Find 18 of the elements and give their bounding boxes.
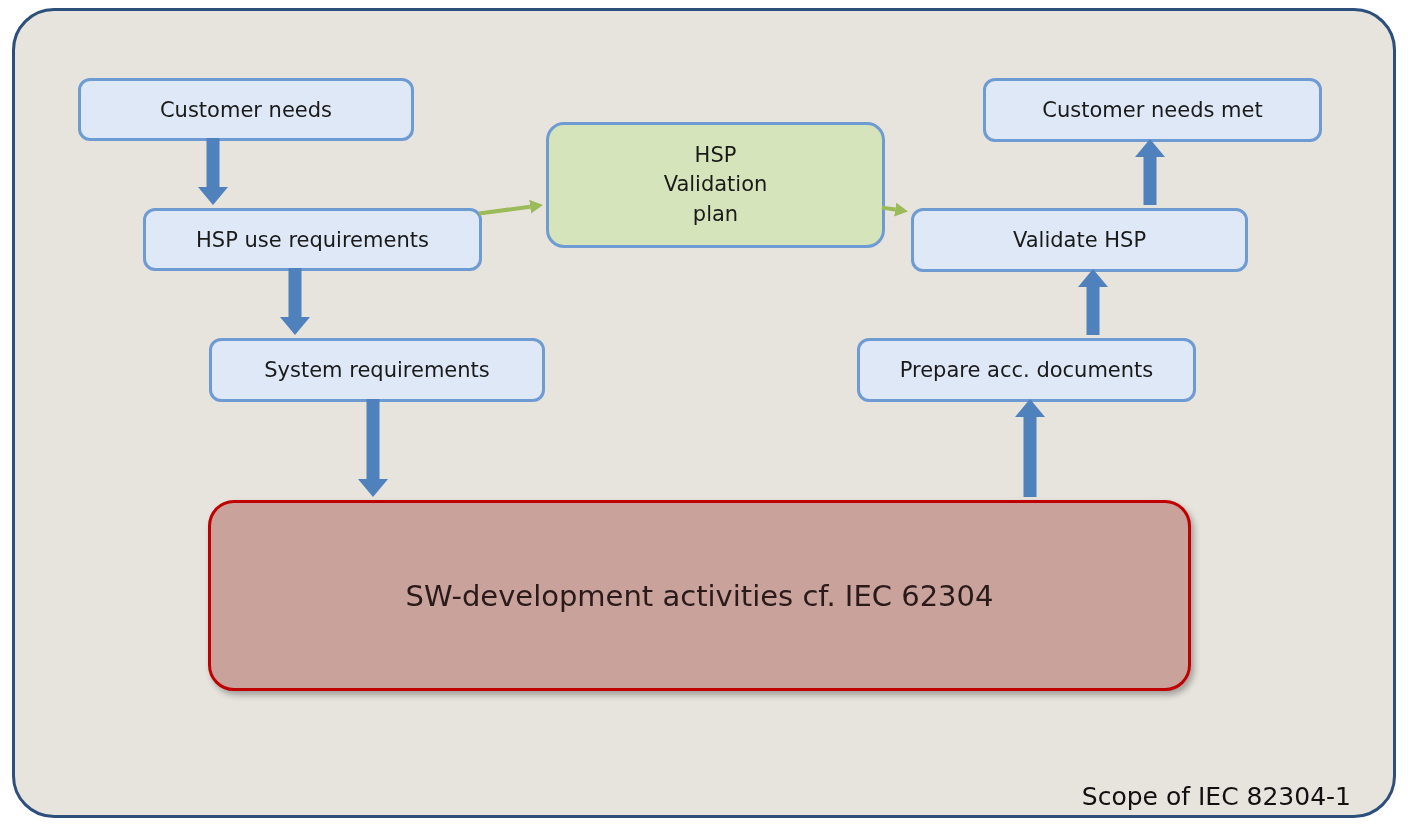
arrow — [478, 199, 543, 216]
arrow — [198, 138, 228, 205]
scope-label: Scope of IEC 82304-1 — [1081, 782, 1351, 811]
arrow — [1135, 139, 1165, 205]
process-box: Customer needs met — [983, 78, 1322, 142]
arrow — [881, 202, 908, 217]
arrow — [280, 268, 310, 335]
arrow — [1015, 399, 1045, 497]
process-box: Prepare acc. documents — [857, 338, 1196, 402]
process-box: Validate HSP — [911, 208, 1248, 272]
arrow — [1078, 269, 1108, 335]
process-box: System requirements — [209, 338, 545, 402]
process-box: HSP use requirements — [143, 208, 482, 271]
process-box: Customer needs — [78, 78, 414, 141]
scope-panel — [12, 8, 1396, 818]
activity-box: SW-development activities cf. IEC 62304 — [208, 500, 1191, 691]
plan-box: HSP Validation plan — [546, 122, 885, 248]
arrow — [358, 399, 388, 497]
